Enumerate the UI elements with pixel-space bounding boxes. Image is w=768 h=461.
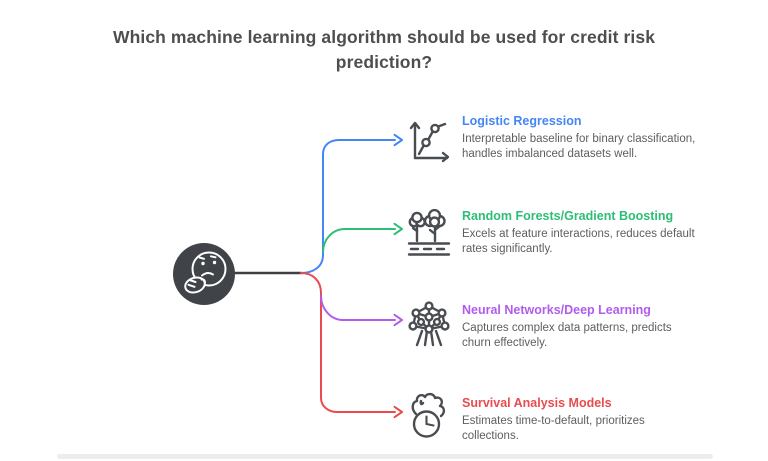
neural-network-icon: [406, 299, 462, 352]
arrowhead-icon: [393, 405, 403, 419]
branch-description: Interpretable baseline for binary classi…: [462, 133, 696, 161]
wire-neural-networks: [320, 295, 403, 327]
branch-logistic-regression[interactable]: Logistic Regression Interpretable baseli…: [406, 114, 700, 168]
branch-label: Neural Networks/Deep Learning: [462, 303, 651, 317]
branch-neural-networks[interactable]: Neural Networks/Deep Learning Captures c…: [406, 301, 700, 352]
center-node[interactable]: [173, 243, 235, 305]
branch-description: Captures complex data patterns, predicts…: [462, 322, 672, 350]
branch-description: Excels at feature interactions, reduces …: [462, 228, 695, 256]
arrowhead-icon: [393, 133, 403, 147]
wire-logistic-regression: [300, 133, 403, 274]
branch-label: Survival Analysis Models: [462, 396, 612, 410]
branch-survival-analysis[interactable]: Survival Analysis Models Estimates time-…: [406, 392, 700, 447]
arrowhead-icon: [393, 222, 403, 236]
line-chart-icon: [406, 111, 462, 168]
branch-text: Neural Networks/Deep Learning Captures c…: [462, 303, 700, 352]
wire-random-forests: [322, 222, 403, 253]
branch-label: Logistic Regression: [462, 114, 582, 128]
branch-description: Estimates time-to-default, prioritizes c…: [462, 415, 645, 443]
branch-text: Survival Analysis Models Estimates time-…: [462, 396, 700, 445]
bottom-scrollbar[interactable]: [57, 454, 713, 459]
arrowhead-icon: [393, 313, 403, 327]
flaming-clock-icon: [406, 392, 462, 447]
wire-survival-analysis: [300, 272, 403, 419]
thinking-face-icon: [184, 251, 227, 294]
branch-random-forests[interactable]: Random Forests/Gradient Boosting Excels …: [406, 208, 700, 262]
trees-icon: [406, 208, 462, 262]
page-title: Which machine learning algorithm should …: [112, 26, 656, 73]
branch-text: Logistic Regression Interpretable baseli…: [462, 114, 700, 163]
branch-text: Random Forests/Gradient Boosting Excels …: [462, 209, 700, 258]
branch-label: Random Forests/Gradient Boosting: [462, 209, 674, 223]
